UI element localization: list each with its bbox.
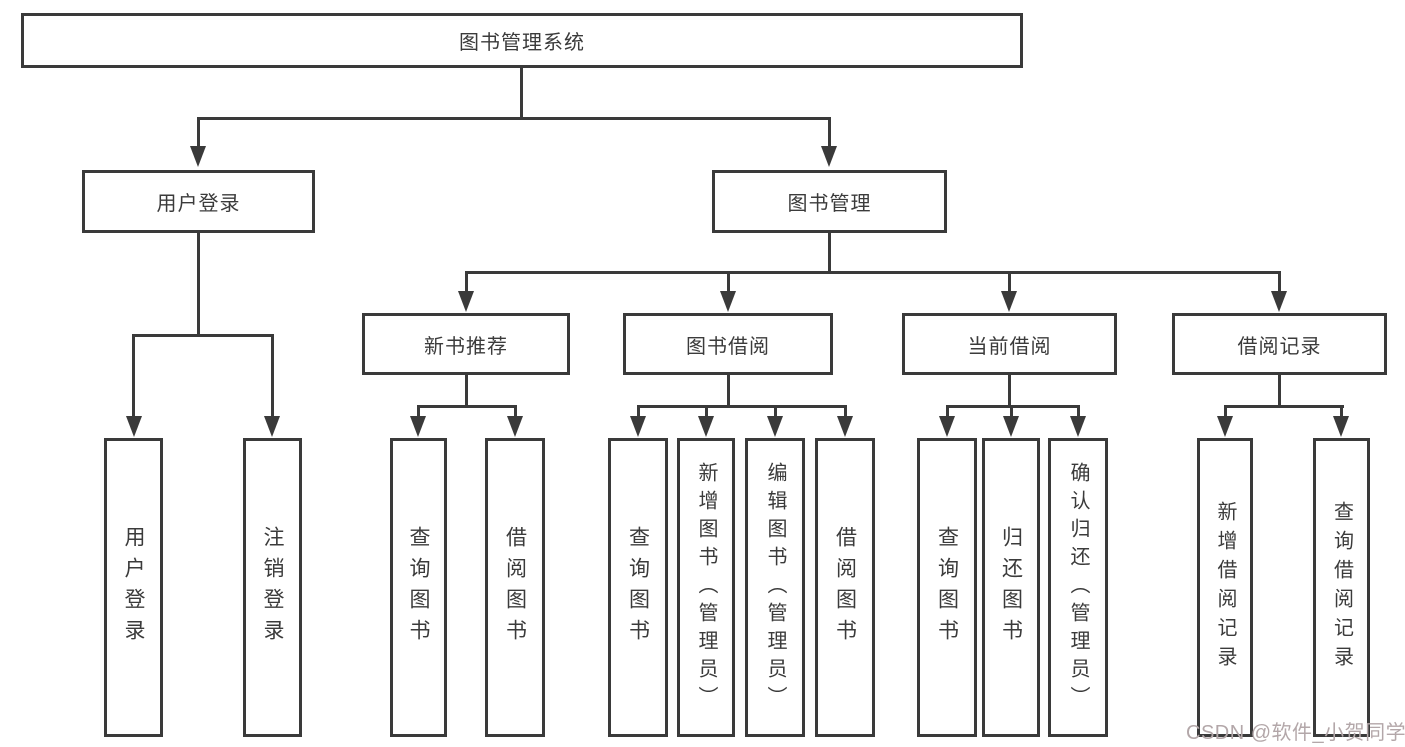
connector	[946, 405, 949, 418]
leaf-borrow-books-label: 借阅图书	[833, 525, 857, 650]
node-new-book-recommend: 新书推荐	[362, 313, 570, 375]
connector	[417, 405, 517, 408]
arrow-down-icon	[1001, 291, 1017, 312]
node-borrowing-records-label: 借阅记录	[1237, 335, 1322, 358]
connector	[1224, 405, 1227, 418]
connector	[1008, 271, 1011, 293]
leaf-borrow-books: 借阅图书	[815, 438, 875, 737]
connector	[514, 405, 517, 418]
leaf-query-borrow-record: 查询借阅记录	[1313, 438, 1370, 737]
node-user-login: 用户登录	[82, 170, 315, 233]
node-root-label: 图书管理系统	[459, 32, 585, 54]
leaf-user-login-label: 用户登录	[122, 525, 145, 650]
connector	[132, 334, 274, 337]
connector	[1278, 271, 1281, 293]
leaf-return-books: 归还图书	[982, 438, 1040, 737]
arrow-down-icon	[126, 416, 142, 437]
arrow-down-icon	[1003, 416, 1019, 437]
arrow-down-icon	[507, 416, 523, 437]
connector	[774, 405, 777, 418]
leaf-query-books-current: 查询图书	[917, 438, 977, 737]
connector	[1077, 405, 1080, 418]
leaf-edit-books-admin-label: 编辑图书（管理员）	[764, 461, 786, 714]
node-book-borrowing: 图书借阅	[623, 313, 833, 375]
leaf-query-books-current-label: 查询图书	[935, 525, 959, 650]
arrow-down-icon	[720, 291, 736, 312]
leaf-add-borrow-record-label: 新增借阅记录	[1214, 500, 1236, 675]
node-borrowing-records: 借阅记录	[1172, 313, 1387, 375]
connector	[946, 405, 1080, 408]
arrow-down-icon	[458, 291, 474, 312]
arrow-down-icon	[1217, 416, 1233, 437]
leaf-query-books-borrowing: 查询图书	[608, 438, 668, 737]
node-book-borrowing-label: 图书借阅	[686, 335, 770, 358]
leaf-query-books-borrowing-label: 查询图书	[626, 525, 650, 650]
arrow-down-icon	[1070, 416, 1086, 437]
leaf-logout-label: 注销登录	[261, 525, 284, 650]
leaf-logout: 注销登录	[243, 438, 302, 737]
connector	[1278, 373, 1281, 408]
leaf-borrow-books-recommend-label: 借阅图书	[503, 525, 527, 650]
arrow-down-icon	[939, 416, 955, 437]
connector	[1340, 405, 1343, 418]
connector	[637, 405, 640, 418]
connector	[520, 66, 523, 120]
connector	[417, 405, 420, 418]
node-new-book-recommend-label: 新书推荐	[424, 335, 508, 358]
node-current-borrowing: 当前借阅	[902, 313, 1117, 375]
connector	[271, 334, 274, 418]
connector	[465, 271, 468, 293]
connector	[844, 405, 847, 418]
leaf-confirm-return-admin-label: 确认归还（管理员）	[1067, 461, 1089, 714]
arrow-down-icon	[837, 416, 853, 437]
arrow-down-icon	[190, 146, 206, 167]
arrow-down-icon	[1271, 291, 1287, 312]
node-book-management: 图书管理	[712, 170, 947, 233]
connector	[132, 334, 135, 418]
leaf-borrow-books-recommend: 借阅图书	[485, 438, 545, 737]
connector	[1008, 373, 1011, 408]
leaf-add-borrow-record: 新增借阅记录	[1197, 438, 1253, 737]
csdn-watermark: CSDN @软件_小贺同学	[1186, 722, 1405, 744]
leaf-return-books-label: 归还图书	[999, 525, 1023, 650]
leaf-query-books-recommend-label: 查询图书	[407, 525, 430, 650]
leaf-query-books-recommend: 查询图书	[390, 438, 447, 737]
arrow-down-icon	[767, 416, 783, 437]
node-user-login-label: 用户登录	[156, 193, 241, 215]
arrow-down-icon	[821, 146, 837, 167]
leaf-user-login: 用户登录	[104, 438, 163, 737]
leaf-query-borrow-record-label: 查询借阅记录	[1330, 500, 1353, 675]
arrow-down-icon	[698, 416, 714, 437]
connector	[637, 405, 847, 408]
connector	[465, 271, 1281, 274]
connector	[465, 373, 468, 408]
arrow-down-icon	[1333, 416, 1349, 437]
node-current-borrowing-label: 当前借阅	[967, 335, 1052, 358]
connector	[727, 373, 730, 408]
connector	[828, 117, 831, 149]
connector	[197, 117, 200, 149]
leaf-add-books-admin-label: 新增图书（管理员）	[695, 461, 717, 714]
node-root: 图书管理系统	[21, 13, 1023, 68]
node-book-management-label: 图书管理	[787, 193, 872, 215]
arrow-down-icon	[630, 416, 646, 437]
connector	[1010, 405, 1013, 418]
connector	[1224, 405, 1344, 408]
arrow-down-icon	[410, 416, 426, 437]
leaf-add-books-admin: 新增图书（管理员）	[677, 438, 735, 737]
connector	[727, 271, 730, 293]
connector	[197, 231, 200, 337]
connector	[828, 231, 831, 274]
arrow-down-icon	[264, 416, 280, 437]
leaf-confirm-return-admin: 确认归还（管理员）	[1048, 438, 1108, 737]
connector	[705, 405, 708, 418]
leaf-edit-books-admin: 编辑图书（管理员）	[745, 438, 805, 737]
connector	[197, 117, 831, 120]
